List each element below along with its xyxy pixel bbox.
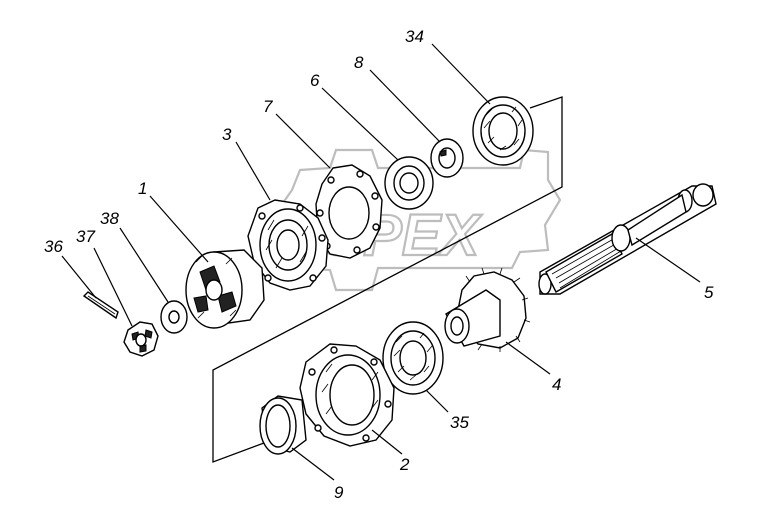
part-34-bearing (472, 96, 534, 166)
part-9-sleeve (259, 395, 307, 455)
callout-2: 2 (399, 455, 410, 474)
part-2-housing (299, 343, 395, 447)
callout-9: 9 (334, 483, 344, 502)
callout-7: 7 (263, 97, 273, 116)
part-4-gear (444, 267, 531, 352)
part-5-splined-shaft (538, 183, 717, 295)
callout-8: 8 (354, 53, 364, 72)
assembly-frame (212, 96, 563, 463)
callout-5: 5 (704, 283, 714, 302)
callout-35: 35 (450, 413, 469, 432)
part-7-gasket (315, 164, 383, 259)
callout-34: 34 (405, 27, 424, 46)
part-1-flange (185, 249, 265, 329)
callout-1: 1 (138, 179, 147, 198)
part-38-washer (160, 300, 188, 334)
part-37-castle-nut (123, 321, 159, 357)
callout-3: 3 (222, 125, 232, 144)
part-6-seal (384, 156, 434, 210)
callout-6: 6 (310, 71, 320, 90)
part-3-cover (247, 199, 329, 291)
part-35-bearing (382, 321, 444, 395)
callout-38: 38 (100, 209, 119, 228)
callout-37: 37 (76, 227, 95, 246)
callout-4: 4 (552, 375, 561, 394)
leader-lines (61, 43, 701, 481)
callout-36: 36 (44, 237, 63, 256)
callout-labels: 34 8 6 7 3 1 38 37 36 5 4 35 2 9 (44, 27, 714, 502)
part-8-lock-ring (430, 138, 464, 178)
part-36-cotter-pin (82, 291, 119, 320)
